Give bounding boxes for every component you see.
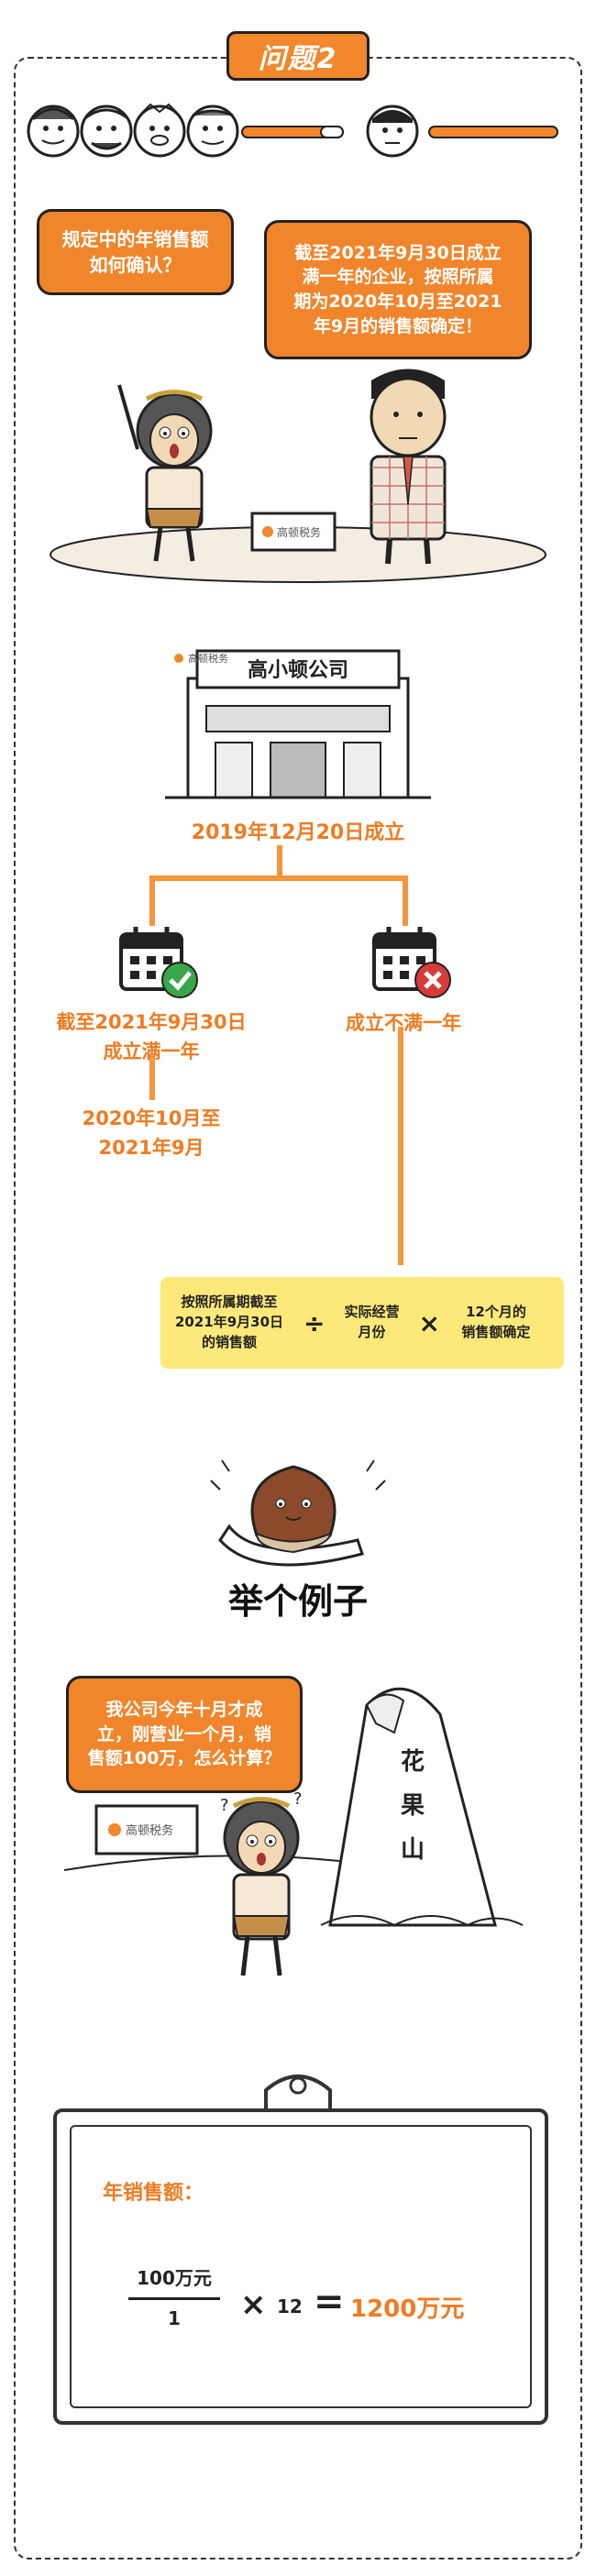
formula-multiply-sign: × (418, 1307, 440, 1338)
formula-part-2-line-2: 月份 (358, 1324, 386, 1340)
mountain-icon: 花 果 山 (320, 1687, 524, 1927)
formula-part-1-line-1: 按照所属期截至 (181, 1294, 278, 1311)
avatar-5 (366, 105, 419, 158)
mountain-char-1: 花 (401, 1748, 425, 1776)
formula-part-2: 实际经营 月份 (330, 1303, 413, 1343)
svg-text:?: ? (220, 1796, 229, 1815)
formula-part-1: 按照所属期截至 2021年9月30日 的销售额 (160, 1293, 298, 1352)
scene2-illustration: 花 果 山 高顿税务 ? ? (64, 1687, 524, 1976)
connector-left-down (149, 875, 155, 926)
calendar-cross-icon (372, 927, 451, 998)
svg-text:?: ? (293, 1789, 303, 1809)
formula-divide-sign: ÷ (304, 1307, 326, 1338)
left-branch-period: 2020年10月至 2021年9月 (46, 1105, 257, 1162)
calc-fraction-line (128, 2297, 220, 2300)
horizon-line (64, 1855, 340, 1871)
formula-part-3-line-1: 12个月的 (466, 1304, 526, 1321)
connector-trunk (277, 845, 282, 877)
calc-result: 1200万元 (350, 2295, 465, 2323)
company-sign-board (195, 649, 401, 689)
formula-part-1-line-3: 的销售额 (201, 1333, 257, 1350)
avatar-3 (133, 103, 186, 158)
monkey-character-icon (117, 384, 213, 562)
right-branch-label: 成立不满一年 (346, 1012, 461, 1034)
connector-right-down (403, 875, 408, 926)
brand-box-icon: 高顿税务 (250, 512, 337, 552)
calc-fraction: 100万元 1 (128, 2263, 220, 2329)
answer-line-1: 截至2021年9月30日成立 (294, 242, 502, 263)
example-question-bubble: 我公司今年十月才成 立，刚营业一个月，销 售额100万，怎么计算？ (66, 1676, 303, 1793)
formula-part-2-line-1: 实际经营 (344, 1304, 400, 1321)
progress-bar-right (428, 126, 558, 138)
box-brand-text: 高顿税务 (277, 525, 321, 539)
question-line-1: 规定中的年销售额 (61, 228, 209, 250)
answer-line-3: 期为2020年10月至2021 (293, 292, 502, 312)
page-title-badge: 问题2 (226, 31, 370, 81)
calc-numerator: 100万元 (137, 2267, 212, 2289)
company-founded-date: 2019年12月20日成立 (191, 821, 405, 844)
avatar-2 (80, 105, 133, 158)
calc-multiplier: 12 (277, 2295, 303, 2317)
calc-times-sign: × (240, 2286, 267, 2323)
left-branch-period-line-1: 2020年10月至 (82, 1107, 221, 1129)
calendar-check-icon (119, 927, 198, 998)
company-sign-text: 高小顿公司 (248, 658, 348, 682)
connector-right-to-box (398, 1027, 403, 1265)
example-box-brand-text: 高顿税务 (126, 1823, 173, 1838)
businessman-character-icon (370, 369, 447, 565)
example-question-line-2: 立，刚营业一个月，销 (96, 1723, 271, 1745)
example-brand-box-icon: 高顿税务 (94, 1804, 199, 1855)
formula-part-1-line-2: 2021年9月30日 (174, 1314, 284, 1331)
character-avatars-row (27, 103, 558, 158)
calc-equals-sign: = (314, 2281, 345, 2323)
board-clip-icon (264, 2075, 332, 2115)
example-monkey-character-icon: ? ? (220, 1789, 303, 1976)
example-question-line-1: 我公司今年十月才成 (105, 1700, 263, 1721)
formula-part-3: 12个月的 销售额确定 (446, 1303, 546, 1343)
connector-horizontal (149, 875, 408, 881)
calc-label: 年销售额： (103, 2182, 204, 2205)
left-branch-label-line-1: 截至2021年9月30日 (56, 1011, 247, 1033)
calc-denominator: 1 (168, 2307, 181, 2329)
avatar-1 (27, 105, 80, 158)
formula-part-3-line-2: 销售额确定 (461, 1324, 531, 1340)
left-branch-label: 截至2021年9月30日 成立满一年 (37, 1008, 266, 1066)
avatar-4 (186, 105, 239, 158)
question-bubble: 规定中的年销售额 如何确认？ (37, 209, 234, 295)
answer-line-4: 年9月的销售额确定！ (313, 315, 483, 336)
page-title: 问题2 (258, 43, 338, 75)
company-brand-text: 高顿税务 (188, 652, 228, 665)
calculation-board: 年销售额： 100万元 1 × 12 = 1200万元 (53, 2108, 548, 2425)
answer-bubble: 截至2021年9月30日成立 满一年的企业，按照所属 期为2020年10月至20… (264, 220, 532, 359)
example-question-line-3: 售额100万，怎么计算？ (87, 1748, 281, 1769)
calculation-board-inner (70, 2125, 532, 2408)
example-title: 举个例子 (227, 1581, 368, 1622)
question-line-2: 如何确认？ (89, 254, 182, 276)
connector-left-period (149, 1056, 155, 1100)
progress-bar-left-end (320, 126, 344, 138)
left-branch-label-line-2: 成立满一年 (103, 1040, 200, 1062)
formula-box: 按照所属期截至 2021年9月30日 的销售额 ÷ 实际经营 月份 × 12个月… (160, 1277, 564, 1369)
left-branch-period-line-2: 2021年9月 (98, 1136, 204, 1159)
scene1-illustration: 高顿税务 (50, 369, 546, 583)
answer-line-2: 满一年的企业，按照所属 (302, 267, 494, 288)
mountain-char-2: 果 (401, 1792, 425, 1820)
chestnut-illustration (210, 1459, 386, 1567)
company-building-illustration: 高顿税务 高小顿公司 (165, 649, 431, 799)
mountain-char-3: 山 (401, 1836, 425, 1864)
